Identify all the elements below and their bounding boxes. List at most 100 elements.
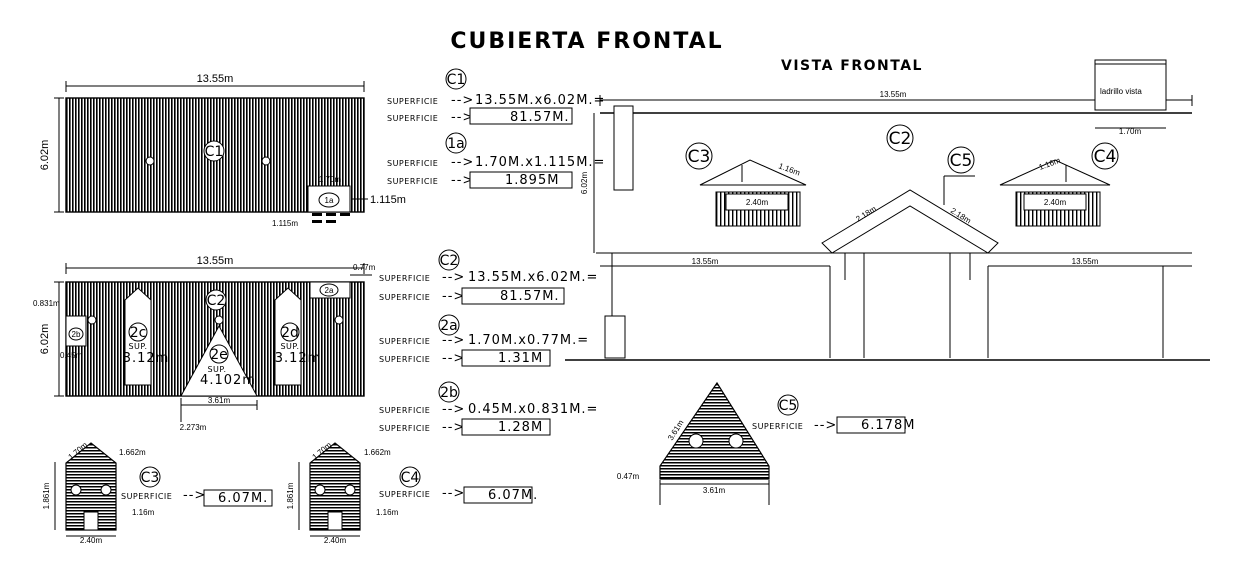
calc-2a-tag: 2a bbox=[440, 318, 458, 334]
svg-text:-->: --> bbox=[451, 155, 474, 170]
calc-c1-formula: 13.55M.x6.02M.= bbox=[475, 93, 605, 108]
calc-c1-tag: C1 bbox=[447, 72, 466, 88]
roof-plan-c1: 13.55m 6.02m C1 1a 1.70m 1.115m 1.115m bbox=[39, 73, 406, 228]
calc-1a-sup2: SUPERFICIE bbox=[387, 177, 438, 186]
calc-c2-sup1: SUPERFICIE bbox=[379, 274, 430, 283]
calc-c1-sup2: SUPERFICIE bbox=[387, 114, 438, 123]
plan2-2c-tag: 2c bbox=[130, 325, 147, 341]
c4-top: 1.662m bbox=[364, 448, 391, 457]
calc-c2-sup2: SUPERFICIE bbox=[379, 293, 430, 302]
c5-tag: C5 bbox=[779, 398, 798, 414]
elev-chimney-width: 1.70m bbox=[1119, 127, 1142, 136]
elev-c4-tag: C4 bbox=[1094, 147, 1117, 167]
calc-2a-sup1: SUPERFICIE bbox=[379, 337, 430, 346]
roof-plan-c2: 13.55m 6.02m C2 2a 2b 2c 2d 2e SUP. 3.12… bbox=[33, 255, 376, 432]
plan1-1a-tag: 1a bbox=[325, 196, 334, 205]
elev-right-width: 13.55m bbox=[1072, 257, 1099, 266]
svg-text:-->: --> bbox=[451, 110, 474, 125]
c5-height: 0.47m bbox=[617, 472, 640, 481]
svg-text:-->: --> bbox=[814, 418, 837, 433]
calc-c3-result: 6.07M. bbox=[218, 491, 268, 506]
plan2-height-label: 6.02m bbox=[39, 324, 51, 355]
calc-c4-result: 6.07M. bbox=[488, 488, 538, 503]
calc-2b-sup2: SUPERFICIE bbox=[379, 424, 430, 433]
calc-c1-result: 81.57M. bbox=[510, 110, 570, 125]
svg-text:-->: --> bbox=[442, 270, 465, 285]
calc-2b-sup1: SUPERFICIE bbox=[379, 406, 430, 415]
plan2-sup-d: SUP. bbox=[280, 342, 299, 351]
calc-2b-tag: 2b bbox=[440, 385, 458, 401]
calc-2a-result: 1.31M bbox=[498, 351, 543, 366]
c3-tag: C3 bbox=[141, 470, 160, 486]
calc-c2-formula: 13.55M.x6.02M.= bbox=[468, 270, 598, 285]
plan2-width-label: 13.55m bbox=[197, 255, 234, 267]
calc-2b-formula: 0.45M.x0.831M.= bbox=[468, 402, 598, 417]
plan2-area-c: 3.12m bbox=[123, 351, 170, 366]
svg-text:-->: --> bbox=[442, 402, 465, 417]
elev-chimney-label: ladrillo vista bbox=[1100, 87, 1142, 96]
c3-height: 1.861m bbox=[42, 482, 51, 509]
calc-2b-result: 1.28M bbox=[498, 420, 543, 435]
elev-c3-tag: C3 bbox=[688, 147, 711, 167]
dormer-c3-elevation: 1.70m 1.662m 1.861m 1.16m 2.40m C3 bbox=[42, 440, 161, 545]
elev-window-right: 2.40m bbox=[1044, 198, 1067, 207]
svg-text:-->: --> bbox=[451, 173, 474, 188]
calc-c5-result: 6.178M bbox=[861, 418, 915, 433]
c4-side: 1.16m bbox=[376, 508, 399, 517]
svg-text:-->: --> bbox=[451, 93, 474, 108]
plan2-offset-left: 0.831m bbox=[33, 299, 60, 308]
c4-height: 1.861m bbox=[286, 482, 295, 509]
elev-c2-tag: C2 bbox=[889, 129, 912, 149]
plan1-c1-tag: C1 bbox=[205, 144, 224, 160]
plan2-area-d: 3.12m bbox=[275, 351, 322, 366]
svg-text:-->: --> bbox=[442, 486, 465, 501]
calc-c5-sup: SUPERFICIE bbox=[752, 422, 803, 431]
svg-text:-->: --> bbox=[442, 289, 465, 304]
svg-text:-->: --> bbox=[442, 333, 465, 348]
calc-1a-tag: 1a bbox=[447, 136, 465, 152]
elev-window-left: 2.40m bbox=[746, 198, 769, 207]
plan2-sup-c: SUP. bbox=[128, 342, 147, 351]
sheet-subtitle: VISTA FRONTAL bbox=[781, 58, 923, 74]
svg-text:-->: --> bbox=[442, 351, 465, 366]
plan2-offset-top: 0.77m bbox=[353, 263, 376, 272]
calc-2a-sup2: SUPERFICIE bbox=[379, 355, 430, 364]
plan1-sub-height: 1.115m bbox=[370, 194, 406, 206]
front-elevation: 13.55m 6.02m 13.55m 13.55m ladrillo vist… bbox=[565, 59, 1210, 361]
c3-top: 1.662m bbox=[119, 448, 146, 457]
plan1-sub-width: 1.70m bbox=[319, 175, 342, 184]
calc-1a-formula: 1.70M.x1.115M.= bbox=[475, 155, 605, 170]
calc-c1-sup1: SUPERFICIE bbox=[387, 97, 438, 106]
plan2-2e-tag: 2e bbox=[210, 347, 228, 363]
calc-c2-tag: C2 bbox=[440, 253, 459, 269]
plan2-2a-tag: 2a bbox=[325, 286, 334, 295]
gable-c5-elevation: 3.61m 0.47m 3.61m C5 bbox=[617, 381, 799, 505]
c5-base: 3.61m bbox=[703, 486, 726, 495]
elev-width: 13.55m bbox=[880, 90, 907, 99]
plan2-c2-tag: C2 bbox=[207, 293, 226, 309]
elev-height: 6.02m bbox=[580, 172, 589, 195]
plan2-area-e: 4.102m bbox=[200, 373, 256, 388]
area-calculations: C1 SUPERFICIE --> 13.55M.x6.02M.= SUPERF… bbox=[121, 68, 915, 507]
calc-1a-sup1: SUPERFICIE bbox=[387, 159, 438, 168]
calc-c4-sup: SUPERFICIE bbox=[379, 490, 430, 499]
svg-text:-->: --> bbox=[442, 420, 465, 435]
c4-base: 2.40m bbox=[324, 536, 347, 545]
plan2-sup-e: SUP. bbox=[207, 365, 226, 374]
plan1-sub-height2: 1.115m bbox=[272, 219, 298, 228]
calc-1a-result: 1.895M bbox=[505, 173, 559, 188]
sheet-title: CUBIERTA FRONTAL bbox=[450, 29, 723, 54]
plan1-height-label: 6.02m bbox=[39, 140, 51, 171]
elev-left-width: 13.55m bbox=[692, 257, 719, 266]
svg-text:-->: --> bbox=[183, 488, 206, 503]
plan2-offset-e: 2.273m bbox=[180, 423, 207, 432]
elev-c5-tag: C5 bbox=[950, 151, 973, 171]
c3-base: 2.40m bbox=[80, 536, 103, 545]
calc-2a-formula: 1.70M.x0.77M.= bbox=[468, 333, 589, 348]
c3-side: 1.16m bbox=[132, 508, 155, 517]
c4-tag: C4 bbox=[401, 470, 420, 486]
plan2-base-e: 3.61m bbox=[208, 396, 231, 405]
plan2-2b-tag: 2b bbox=[72, 330, 81, 339]
calc-c2-result: 81.57M. bbox=[500, 289, 560, 304]
